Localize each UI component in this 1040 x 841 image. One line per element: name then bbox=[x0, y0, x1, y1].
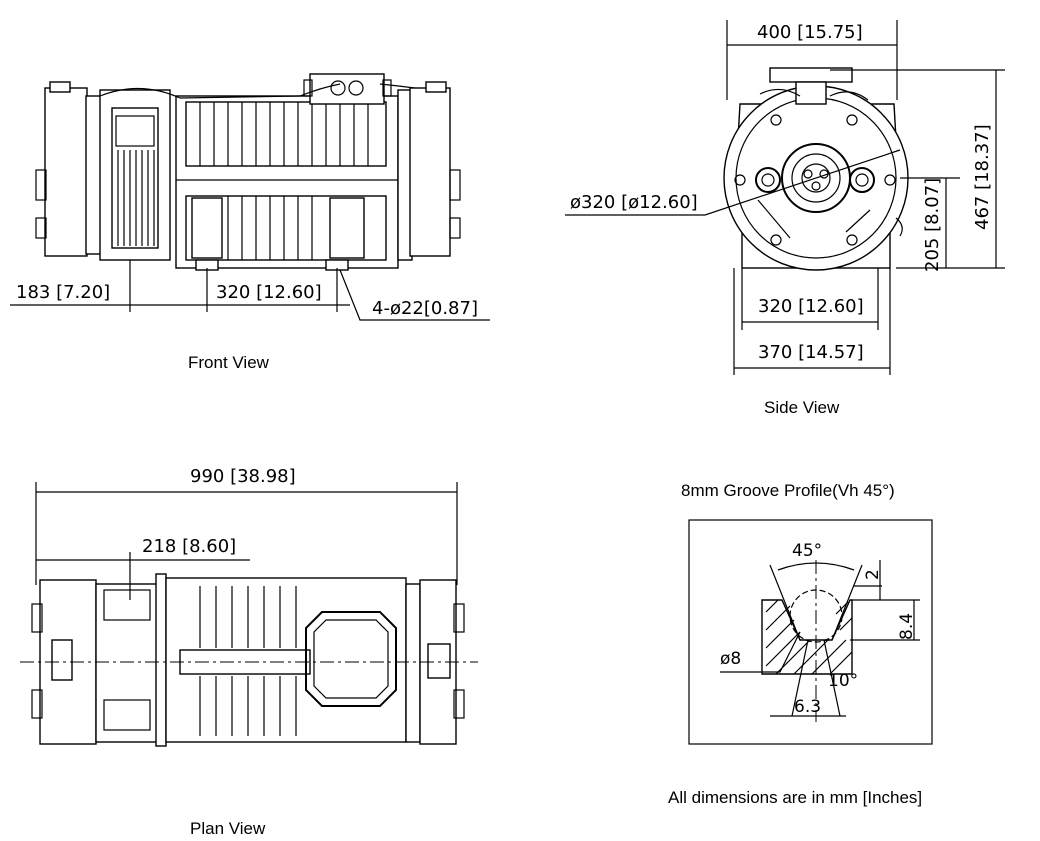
groove-profile-title: 8mm Groove Profile(Vh 45°) bbox=[681, 481, 895, 500]
plan-view-dimensions bbox=[35, 482, 458, 600]
side-view bbox=[723, 67, 909, 271]
units-note: All dimensions are in mm [Inches] bbox=[668, 788, 922, 807]
side-view-dimensions bbox=[565, 20, 1005, 375]
dim-side-width: 400 [15.75] bbox=[757, 22, 863, 43]
plan-view bbox=[20, 573, 478, 747]
dim-overhang: 183 [7.20] bbox=[16, 282, 110, 303]
dim-plan-offset: 218 [8.60] bbox=[142, 536, 236, 557]
dim-side-foot-spacing: 320 [12.60] bbox=[758, 296, 864, 317]
groove-angle-bottom: 10° bbox=[828, 671, 858, 691]
dim-holes: 4-ø22[0.87] bbox=[372, 298, 478, 319]
groove-profile-frame bbox=[688, 519, 933, 745]
dim-side-base: 370 [14.57] bbox=[758, 342, 864, 363]
dim-plan-length: 990 [38.98] bbox=[190, 466, 296, 487]
dim-front-foot-spacing: 320 [12.60] bbox=[216, 282, 322, 303]
groove-angle-top: 45° bbox=[792, 541, 822, 561]
groove-profile-drawing bbox=[720, 560, 920, 722]
front-view bbox=[35, 73, 461, 271]
front-view-caption: Front View bbox=[188, 353, 270, 372]
groove-width: 6.3 bbox=[794, 697, 821, 717]
dim-side-height: 467 [18.37] bbox=[972, 124, 993, 230]
plan-view-caption: Plan View bbox=[190, 819, 266, 838]
side-view-caption: Side View bbox=[764, 398, 840, 417]
groove-depth: 8.4 bbox=[897, 613, 917, 640]
front-view-dimensions bbox=[10, 260, 490, 321]
groove-depth-top: 2 bbox=[863, 569, 883, 580]
groove-diameter: ø8 bbox=[720, 649, 741, 669]
dim-sheave-diameter: ø320 [ø12.60] bbox=[570, 192, 698, 213]
dim-center-height: 205 [8.07] bbox=[922, 178, 943, 272]
